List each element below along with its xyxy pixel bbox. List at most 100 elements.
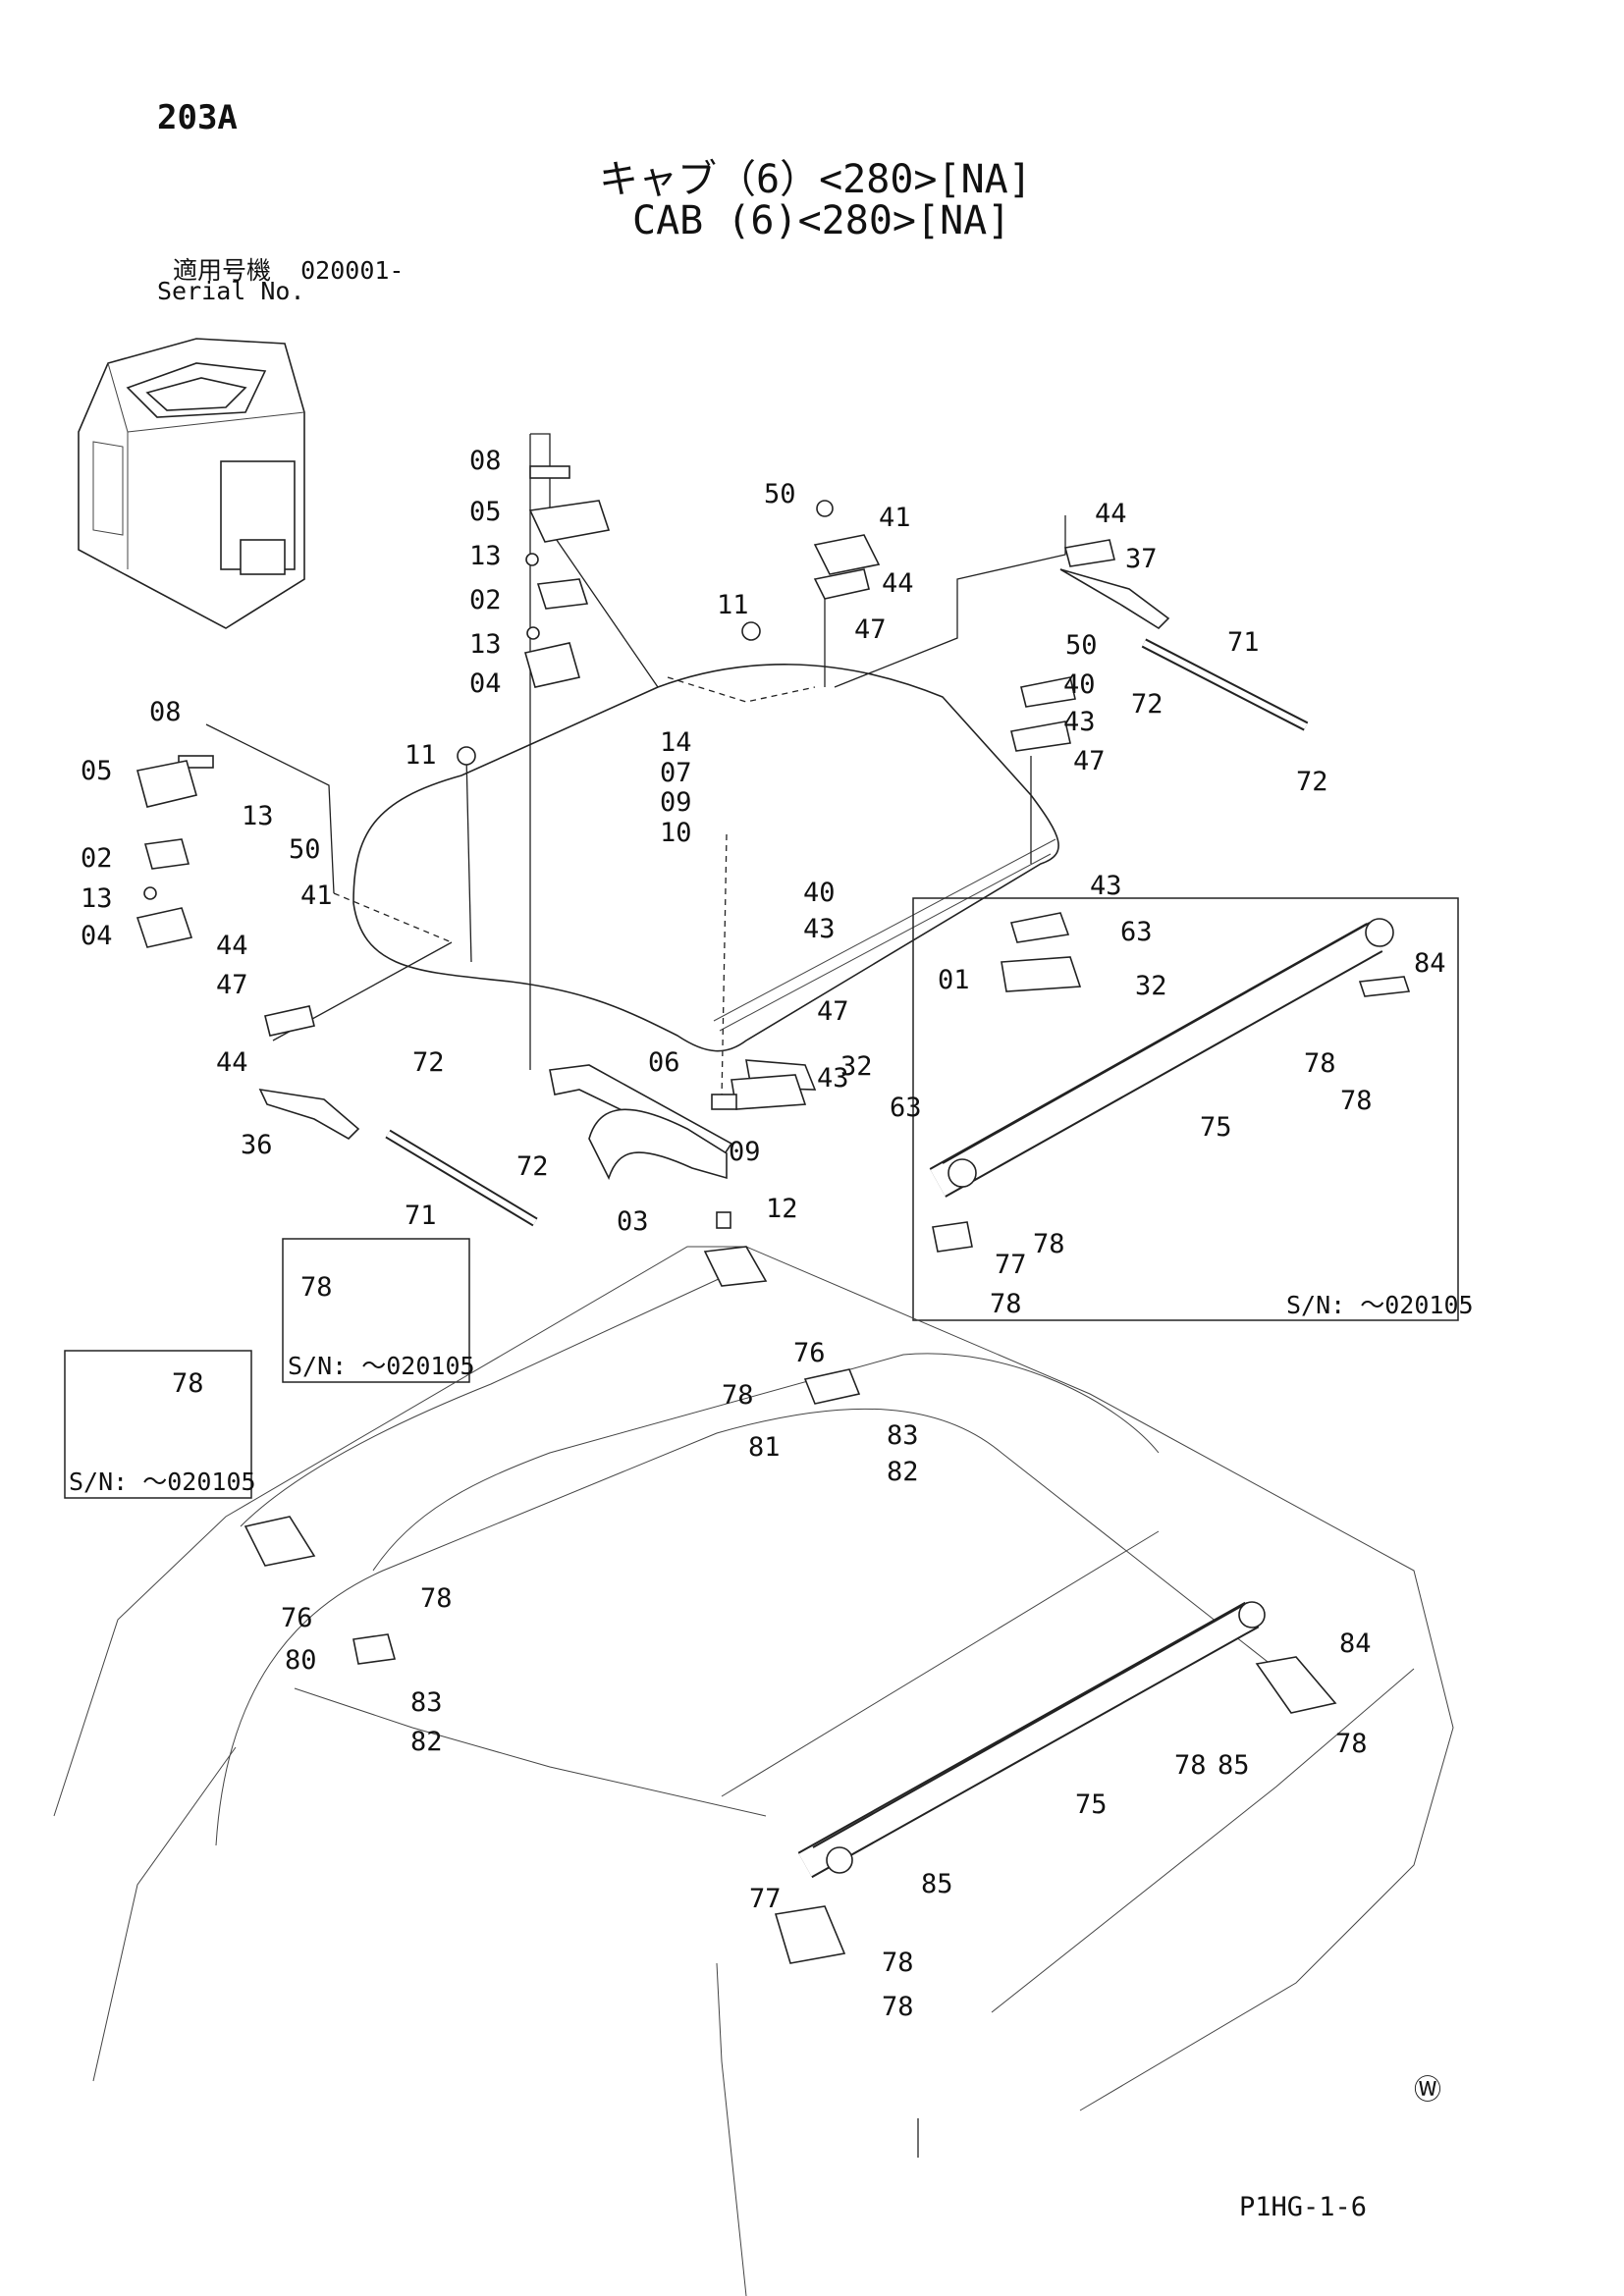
callout-09: 09 [729,1137,761,1167]
callout-02: 02 [469,585,502,615]
callout-78: 78 [1033,1229,1065,1259]
callout-05: 05 [469,497,502,527]
callout-44: 44 [882,568,914,599]
callout-78: 78 [300,1272,333,1303]
callout-44: 44 [216,1047,248,1078]
callout-14: 14 [660,727,692,758]
variant-serial-note-left: S/N: ～020105 [69,1468,256,1496]
callout-50: 50 [764,479,796,509]
callout-05: 05 [81,756,113,786]
callout-13: 13 [81,883,113,914]
serial-label-english: Serial No. [157,277,305,305]
callout-47: 47 [216,970,248,1000]
callout-02: 02 [81,843,113,874]
callout-63: 63 [1120,917,1153,947]
callout-78: 78 [420,1583,453,1614]
callout-83: 83 [887,1420,919,1451]
figure-code: P1HG-1-6 [1239,2192,1368,2222]
variant-box-right [912,897,1459,1321]
callout-12: 12 [766,1194,798,1224]
callout-40: 40 [1063,669,1096,700]
callout-85: 85 [1218,1750,1250,1781]
callout-81: 81 [748,1432,781,1463]
callout-85: 85 [921,1869,953,1899]
page-title-english: CAB (6)<280>[NA] [632,198,1011,243]
callout-78: 78 [1174,1750,1207,1781]
callout-71: 71 [405,1201,437,1231]
variant-serial-note-right: S/N: ～020105 [1286,1291,1474,1319]
callout-43: 43 [1090,871,1122,901]
callout-76: 76 [281,1603,313,1633]
callout-78: 78 [990,1289,1022,1319]
callout-78: 78 [882,1948,914,1978]
callout-72: 72 [412,1047,445,1078]
callout-82: 82 [410,1727,443,1757]
callout-04: 04 [81,921,113,951]
cab-roof-outline [53,1246,1454,2296]
callout-77: 77 [749,1884,782,1914]
callout-77: 77 [995,1250,1027,1280]
callout-78: 78 [172,1368,204,1399]
callout-11: 11 [405,740,437,771]
callout-78: 78 [722,1380,754,1411]
callout-72: 72 [1131,689,1164,720]
callout-72: 72 [516,1151,549,1182]
callout-03: 03 [617,1206,649,1237]
cab-thumbnail [78,338,305,629]
callout-82: 82 [887,1457,919,1487]
variant-box-mid [282,1238,470,1383]
callout-labels: 08 05 13 02 13 04 50 41 44 47 11 44 37 5… [81,446,1446,2022]
callout-75: 75 [1075,1789,1108,1820]
callout-06: 06 [648,1047,680,1078]
callout-71: 71 [1227,627,1260,658]
callout-10: 10 [660,818,692,848]
page-title-japanese: キャブ（6）<280>[NA] [599,157,1032,202]
callout-47: 47 [817,996,849,1027]
variant-serial-note-mid: S/N: ～020105 [288,1352,475,1380]
callout-84: 84 [1339,1629,1372,1659]
callout-44: 44 [216,931,248,961]
serial-label-japanese: 適用号機 020001- [173,251,404,287]
callout-32: 32 [1135,971,1167,1001]
callout-83: 83 [410,1687,443,1718]
variant-box-left [64,1350,252,1499]
callout-01: 01 [938,965,970,995]
callout-08: 08 [469,446,502,476]
callout-78: 78 [882,1992,914,2022]
callout-84: 84 [1414,948,1446,979]
callout-76: 76 [793,1338,826,1368]
callout-13: 13 [469,541,502,571]
callout-07: 07 [660,758,692,788]
callout-44: 44 [1095,499,1127,529]
callout-41: 41 [300,881,333,911]
serial-range: 020001- [300,256,405,285]
callout-04: 04 [469,668,502,699]
callout-43: 43 [803,914,836,944]
serial-label-ja: 適用号機 [173,256,272,285]
callout-32: 32 [840,1051,873,1082]
callout-78: 78 [1335,1729,1368,1759]
callout-80: 80 [285,1645,317,1676]
callout-11: 11 [717,590,749,620]
callout-75: 75 [1200,1112,1232,1143]
callout-50: 50 [289,834,321,865]
callout-13: 13 [469,629,502,660]
callout-09: 09 [660,787,692,818]
callout-43: 43 [817,1063,849,1094]
callout-41: 41 [879,503,911,533]
callout-78: 78 [1340,1086,1373,1116]
callout-78: 78 [1304,1048,1336,1079]
watermark-w-icon: Ⓦ [1414,2073,1441,2106]
callout-43: 43 [1063,707,1096,737]
callout-47: 47 [854,614,887,645]
callout-36: 36 [241,1130,273,1160]
callout-40: 40 [803,878,836,908]
page-code: 203A [157,98,238,137]
callout-72: 72 [1296,767,1328,797]
callout-13: 13 [242,801,274,831]
callout-63: 63 [890,1093,922,1123]
callout-37: 37 [1125,544,1158,574]
callout-08: 08 [149,697,182,727]
callout-50: 50 [1065,630,1098,661]
